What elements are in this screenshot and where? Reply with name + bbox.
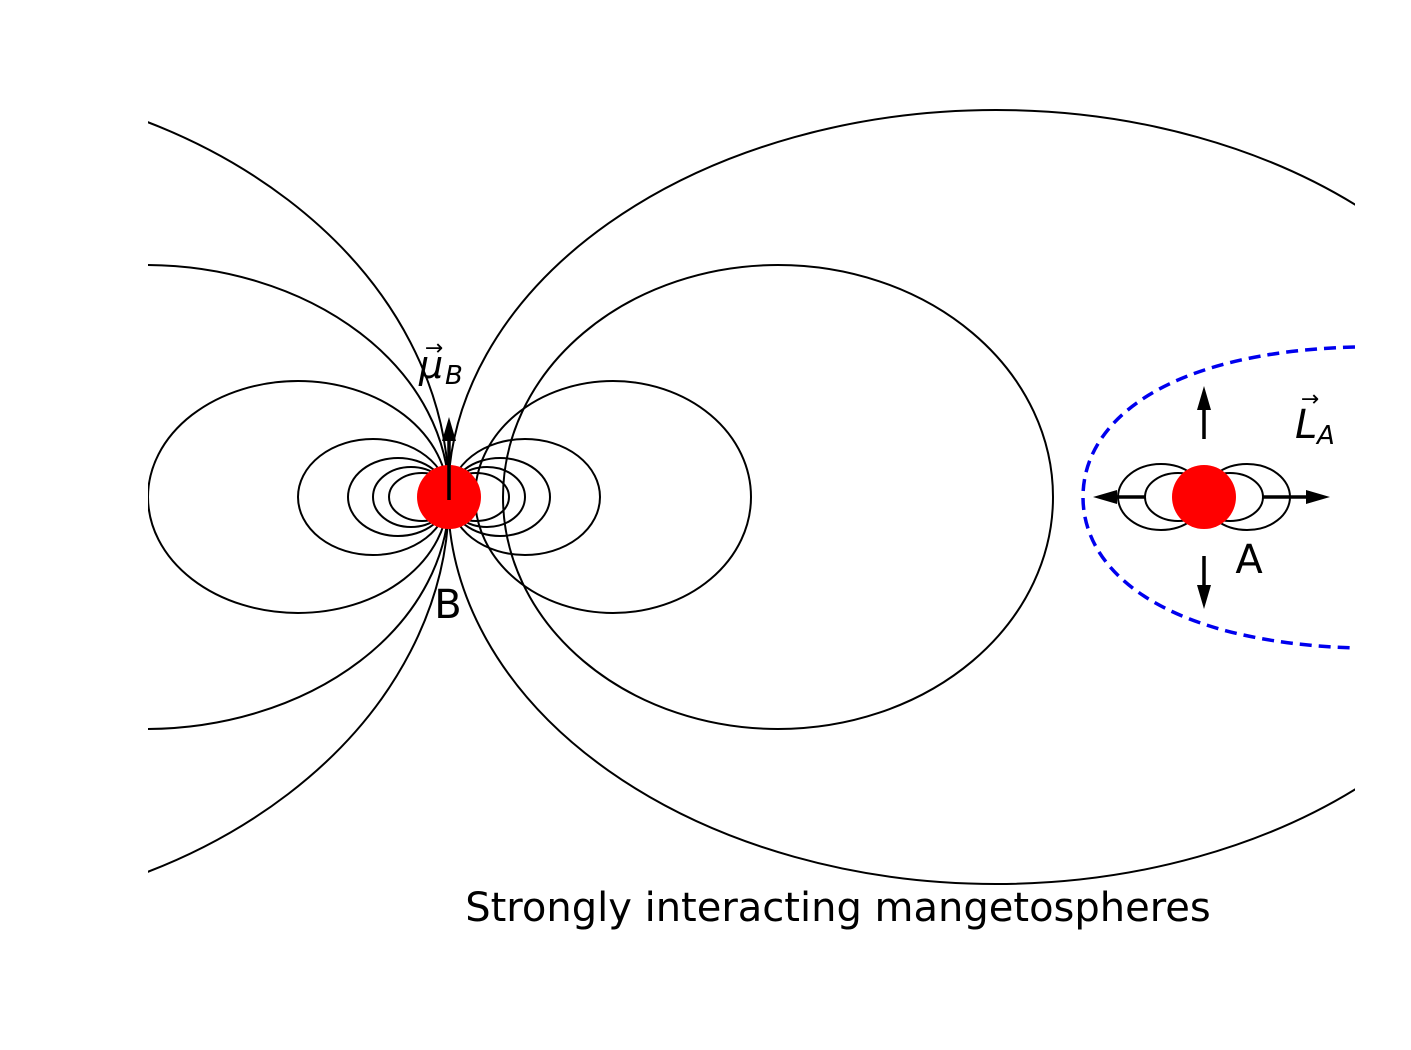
angular-momentum-arrow-left xyxy=(1093,490,1146,504)
moment-subscript: B xyxy=(445,361,463,391)
star-a xyxy=(1172,465,1236,529)
field-loop xyxy=(148,121,450,873)
momentum-vector-mark: → xyxy=(1301,387,1319,412)
moment-vector-mark: → xyxy=(425,336,443,361)
angular-momentum-arrow-up xyxy=(1197,386,1211,439)
momentum-symbol: L xyxy=(1295,402,1317,448)
field-loop xyxy=(148,264,450,730)
magnetosphere-boundary xyxy=(1081,345,1355,650)
angular-momentum-arrow-down xyxy=(1197,556,1211,609)
field-loop xyxy=(474,380,752,614)
magnetic-moment-arrow xyxy=(442,417,456,500)
angular-momentum-arrow-right xyxy=(1262,490,1330,504)
magnetic-moment-label: → μ B xyxy=(418,336,463,391)
star-a-label: A xyxy=(1235,537,1263,583)
moment-symbol: μ xyxy=(418,343,443,387)
star-b-label: B xyxy=(434,582,461,628)
field-loop xyxy=(502,264,1054,730)
angular-momentum-label: → L A xyxy=(1295,387,1335,451)
diagram-caption: Strongly interacting mangetospheres xyxy=(465,885,1211,931)
momentum-subscript: A xyxy=(1315,421,1335,451)
